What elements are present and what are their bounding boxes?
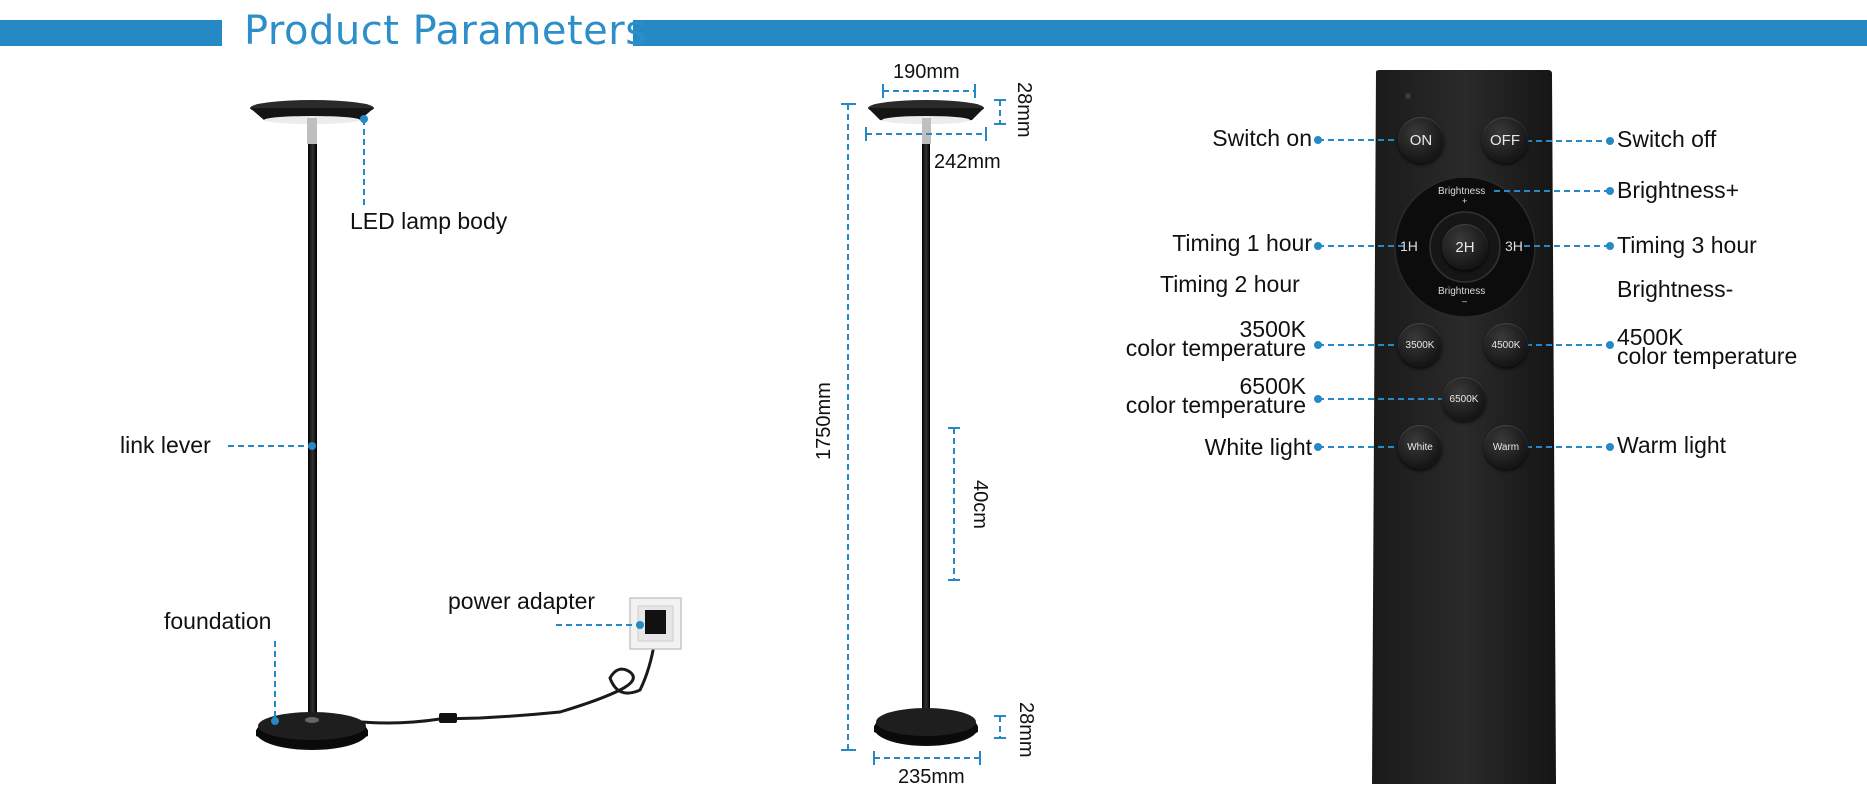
label-foundation: foundation [164, 608, 272, 634]
remote-3500k-button[interactable]: 3500K [1398, 323, 1442, 367]
label-3500k: 3500K [1239, 316, 1306, 342]
remote-off-button[interactable]: OFF [1482, 117, 1528, 163]
lamp-left [250, 100, 682, 750]
remote-brightness-up-button[interactable]: Brightness [1438, 186, 1486, 197]
remote-brightness-down-sign: – [1462, 296, 1468, 306]
label-link-lever: link lever [120, 432, 211, 458]
label-6500k: 6500K [1239, 373, 1306, 399]
lamp-right [868, 100, 984, 746]
remote-4500k-button[interactable]: 4500K [1484, 323, 1528, 367]
label-warm-light: Warm light [1617, 432, 1727, 458]
remote-white-button[interactable]: White [1398, 425, 1442, 469]
remote-timer-3h-button[interactable]: 3H [1505, 238, 1523, 254]
dim-base-height: 28mm [1015, 702, 1037, 758]
remote-on-button[interactable]: ON [1398, 117, 1444, 163]
header-bar-right [633, 20, 1867, 46]
label-white-light: White light [1204, 434, 1312, 460]
label-6500k-color-temperature: color temperature [1125, 392, 1306, 418]
dim-total-height: 1750mm [813, 382, 835, 460]
label-3500k-color-temperature: color temperature [1125, 335, 1306, 361]
dim-base-width: 235mm [898, 766, 965, 788]
dim-shade-bottom: 242mm [934, 151, 1001, 173]
label-power-adapter: power adapter [448, 588, 596, 614]
page-title: Product Parameters [244, 8, 647, 54]
remote-timer-1h-button[interactable]: 1H [1400, 238, 1418, 254]
label-switch-on: Switch on [1212, 125, 1312, 151]
label-timing-1-hour: Timing 1 hour [1172, 230, 1312, 256]
label-timing-3-hour: Timing 3 hour [1617, 232, 1757, 258]
label-led-lamp-body: LED lamp body [350, 208, 508, 234]
label-timing-2-hour: Timing 2 hour [1160, 271, 1300, 297]
label-switch-off: Switch off [1617, 126, 1717, 152]
dim-shade-height: 28mm [1013, 82, 1035, 138]
remote-timer-2h-button[interactable]: 2H [1442, 224, 1488, 270]
remote-control-body [1372, 70, 1556, 784]
dim-shade-top: 190mm [893, 61, 960, 83]
remote-6500k-button[interactable]: 6500K [1442, 377, 1486, 421]
label-4500k-color-temperature: color temperature [1617, 343, 1798, 369]
remote-brightness-down-button[interactable]: Brightness [1438, 286, 1486, 297]
dim-segment: 40cm [969, 480, 991, 529]
label-4500k: 4500K [1617, 324, 1684, 350]
label-brightness-plus: Brightness+ [1617, 177, 1740, 203]
remote-brightness-up-sign: + [1462, 196, 1468, 206]
header-bar-left [0, 20, 222, 46]
label-brightness-minus: Brightness- [1617, 276, 1734, 302]
remote-warm-button[interactable]: Warm [1484, 425, 1528, 469]
